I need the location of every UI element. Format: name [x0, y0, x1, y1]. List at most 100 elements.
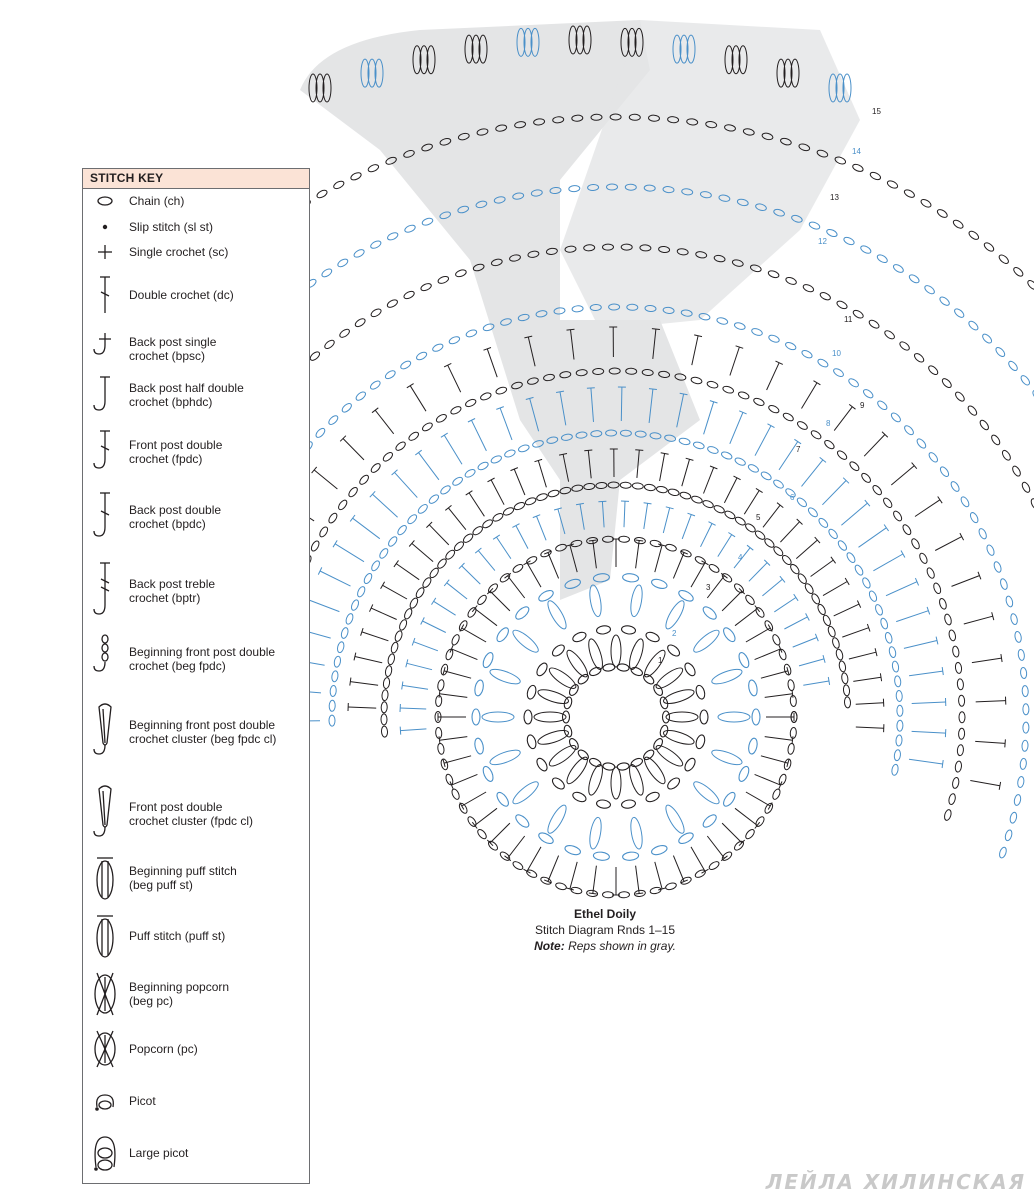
stitch-key-label: Beginning front post double crochet (beg…: [129, 645, 276, 673]
chain-icon: [87, 191, 123, 211]
stitch-key-item: Beginning front post double crochet clus…: [83, 699, 309, 765]
picot-icon: [87, 1081, 123, 1121]
stitch-key-label: Back post treble crochet (bptr): [129, 577, 216, 605]
double-crochet-icon: [87, 271, 123, 319]
stitch-key-item: Back post double crochet (bpdc): [83, 489, 309, 545]
round-5-stitches: [399, 500, 831, 735]
stitch-key-item: Beginning front post double crochet (beg…: [83, 631, 309, 687]
round-11-stitches: [290, 326, 1007, 790]
stitch-key-label: Front post double crochet (fpdc): [129, 438, 223, 466]
stitch-rounds: [290, 25, 1034, 899]
round-8-chain: [328, 429, 904, 776]
stitch-key-label: Back post double crochet (bpdc): [129, 503, 222, 531]
beginning-popcorn-icon: [87, 969, 123, 1019]
stitch-key-label: Puff stitch (puff st): [129, 929, 226, 943]
rep-area-1: [300, 20, 700, 600]
note-text: Reps shown in gray.: [568, 939, 676, 953]
large-picot-icon: [87, 1129, 123, 1177]
round-3-puffs: [481, 584, 751, 850]
beginning-fpdc-cluster-icon: [87, 699, 123, 765]
diagram-subtitle: Stitch Diagram Rnds 1–15: [534, 923, 676, 937]
stitch-key-item: Puff stitch (puff st): [83, 911, 309, 961]
round-label: 11: [844, 315, 853, 324]
round-label: 10: [832, 349, 841, 358]
rep-area-2: [560, 20, 860, 330]
watermark: ЛЕЙЛА ХИЛИНСКАЯ: [765, 1170, 1026, 1194]
round-14-chain: [290, 183, 1034, 401]
stitch-key-item: Back post half double crochet (bphdc): [83, 373, 309, 417]
stitch-key-label: Front post double crochet cluster (fpdc …: [129, 800, 254, 828]
stitch-key-item: Front post double crochet cluster (fpdc …: [83, 781, 309, 847]
round-label: 15: [872, 107, 881, 116]
stitch-key-label: Back post single crochet (bpsc): [129, 335, 217, 363]
diagram-caption: Ethel Doily Stitch Diagram Rnds 1–15 Not…: [480, 906, 730, 954]
stitch-key-item: Slip stitch (sl st): [83, 217, 309, 237]
round-2-chain: [523, 625, 709, 809]
round-3-chain: [471, 573, 761, 861]
round-label: 4: [738, 553, 743, 562]
stitch-key-panel: STITCH KEY Chain (ch) Slip stitch (sl st)…: [82, 168, 310, 1184]
stitch-key-item: Beginning popcorn (beg pc): [83, 969, 309, 1019]
beginning-puff-stitch-icon: [87, 853, 123, 903]
stitch-key-item: Beginning puff stitch (beg puff st): [83, 853, 309, 903]
single-crochet-icon: [87, 241, 123, 263]
round-label: 6: [790, 493, 795, 502]
stitch-key-item: Front post double crochet (fpdc): [83, 427, 309, 477]
round-label: 14: [852, 147, 861, 156]
stitch-key-item: Picot: [83, 1081, 309, 1121]
round-label: 3: [706, 583, 711, 592]
round-1-chain-ring: [561, 663, 671, 771]
stitch-key-label: Popcorn (pc): [129, 1042, 198, 1056]
rep-shading: [300, 20, 860, 600]
round-label: 5: [756, 513, 761, 522]
stitch-key-label: Double crochet (dc): [129, 288, 234, 302]
stitch-key-label: Back post half double crochet (bphdc): [129, 381, 244, 409]
round-6-chain: [380, 481, 852, 738]
round-label: 12: [818, 237, 827, 246]
back-post-treble-crochet-icon: [87, 559, 123, 623]
round-13-chain: [290, 243, 1034, 510]
round-label: 1: [658, 656, 663, 665]
round-label: 8: [826, 419, 831, 428]
stitch-key-label: Slip stitch (sl st): [129, 220, 214, 234]
stitch-key-title: STITCH KEY: [83, 169, 309, 189]
round-9-stitches: [290, 386, 947, 769]
round-7-stitches: [347, 448, 885, 733]
stitch-key-label: Beginning popcorn (beg pc): [129, 980, 230, 1008]
stitch-key-label: Chain (ch): [129, 194, 185, 208]
stitch-key-item: Back post single crochet (bpsc): [83, 329, 309, 369]
diagram-title: Ethel Doily: [573, 907, 636, 921]
stitch-key-label: Single crochet (sc): [129, 245, 229, 259]
back-post-half-double-crochet-icon: [87, 373, 123, 417]
stitch-key-label: Beginning puff stitch (beg puff st): [129, 864, 237, 892]
stitch-key-label: Beginning front post double crochet clus…: [129, 718, 277, 746]
stitch-key-item: Popcorn (pc): [83, 1027, 309, 1071]
round-15-chain: [290, 113, 1034, 290]
back-post-double-crochet-icon: [87, 489, 123, 545]
front-post-double-crochet-icon: [87, 427, 123, 477]
stitch-key-item: Double crochet (dc): [83, 271, 309, 319]
fpdc-cluster-icon: [87, 781, 123, 847]
stitch-key-item: Single crochet (sc): [83, 241, 309, 263]
round-2-clusters: [533, 634, 699, 800]
round-label: 7: [796, 445, 801, 454]
puff-stitch-icon: [87, 911, 123, 961]
stitch-key-label: Picot: [129, 1094, 156, 1108]
stitch-key-item: Large picot: [83, 1129, 309, 1177]
note-label: Note:: [534, 939, 565, 953]
back-post-single-crochet-icon: [87, 329, 123, 369]
top-puff-row: [308, 25, 852, 103]
beginning-front-post-double-crochet-icon: [87, 631, 123, 687]
round-label: 2: [672, 629, 677, 638]
round-4-outer-chain: [434, 535, 798, 899]
stitch-key-item: Chain (ch): [83, 191, 309, 211]
round-label: 13: [830, 193, 839, 202]
round-label: 9: [860, 401, 865, 410]
popcorn-icon: [87, 1027, 123, 1071]
slip-stitch-icon: [87, 217, 123, 237]
diagram-note: Note: Reps shown in gray.: [480, 938, 730, 954]
stitch-key-label: Large picot: [129, 1146, 189, 1160]
stitch-key-item: Back post treble crochet (bptr): [83, 559, 309, 623]
